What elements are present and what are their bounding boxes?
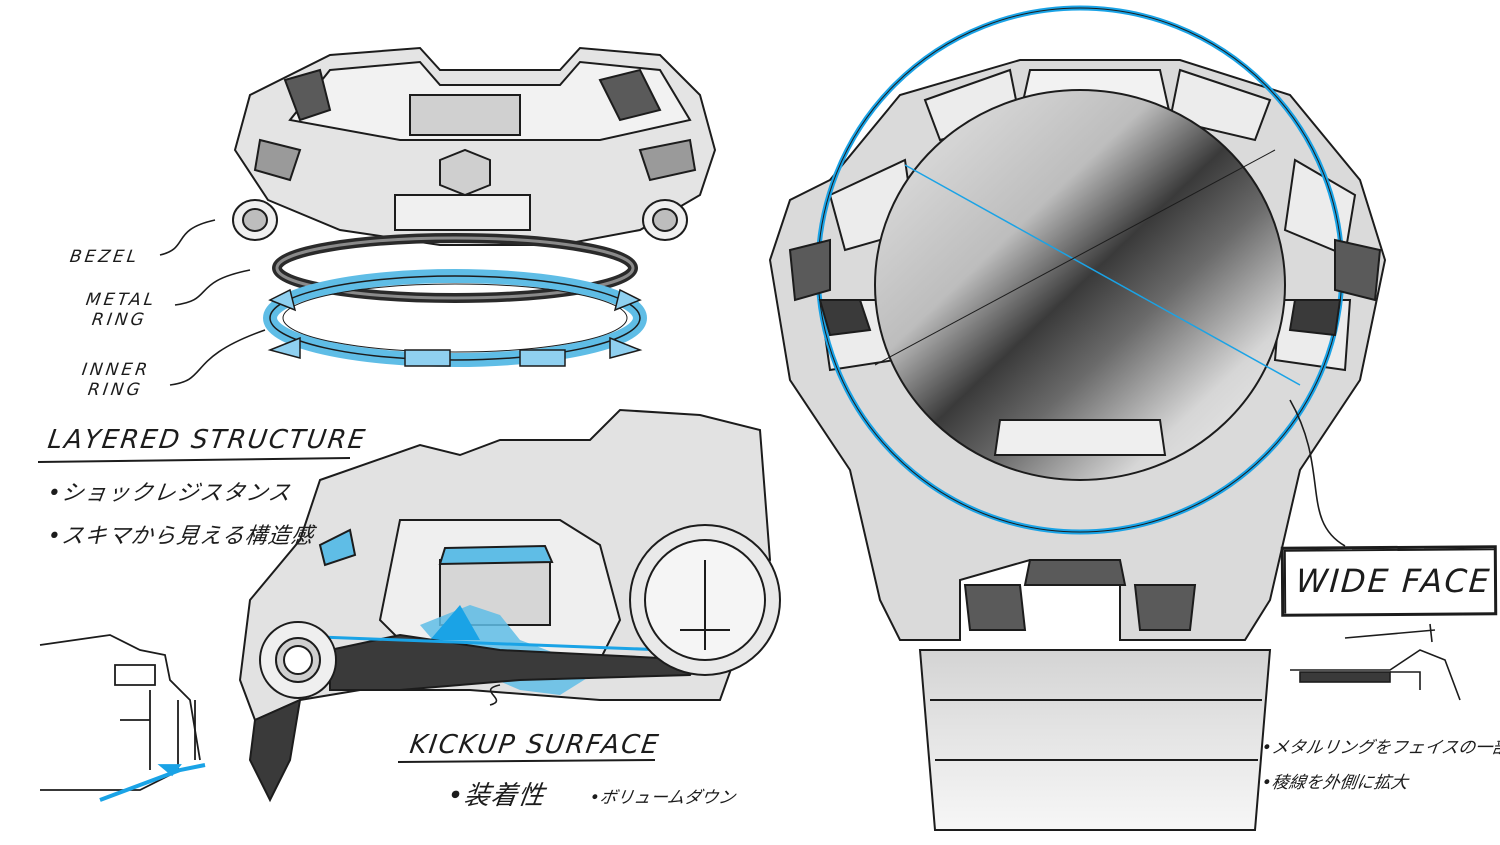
- layered-structure-heading: LAYERED STRUCTURE: [45, 425, 369, 455]
- kickup-note-wearability: •装着性: [445, 781, 548, 811]
- layered-heading-underline: [37, 457, 351, 463]
- exploded-bezel-drawing: [232, 46, 717, 246]
- wideface-note-ridge-expand: •稜線を外側に拡大: [1260, 773, 1410, 793]
- inner-ring-label-line-1: INNER: [80, 360, 152, 380]
- kickup-surface-heading: KICKUP SURFACE: [407, 730, 662, 760]
- watch-top-view-drawing: [768, 5, 1387, 831]
- wideface-note-metal-ring: •メタルリングをフェイスの一部に: [1260, 738, 1500, 758]
- bezel-label: BEZEL: [68, 247, 141, 267]
- metal-ring-label-line-2: RING: [90, 310, 149, 330]
- metal-ring-label-line-1: METAL: [84, 290, 158, 310]
- kickup-profile-drawing: [238, 408, 781, 803]
- kickup-heading-underline: [397, 759, 656, 763]
- inner-ring-drawing: [263, 269, 647, 367]
- wideface-heading: WIDE FACE: [1294, 562, 1493, 600]
- layered-bullet-shock-resistance: •ショックレジスタンス: [45, 481, 293, 506]
- inner-ring-label-line-2: RING: [86, 380, 145, 400]
- layered-bullet-structure-visible: •スキマから見える構造感: [45, 524, 316, 549]
- wideface-leader-line: [1289, 399, 1346, 547]
- kickup-note-volume-down: •ボリュームダウン: [588, 788, 737, 808]
- label-leader-lines: [159, 219, 266, 386]
- metal-ring-drawing: [272, 233, 638, 303]
- kickup-leader-line: [489, 684, 501, 706]
- cross-section-detail: [39, 634, 206, 802]
- wideface-cross-section: [1290, 623, 1461, 701]
